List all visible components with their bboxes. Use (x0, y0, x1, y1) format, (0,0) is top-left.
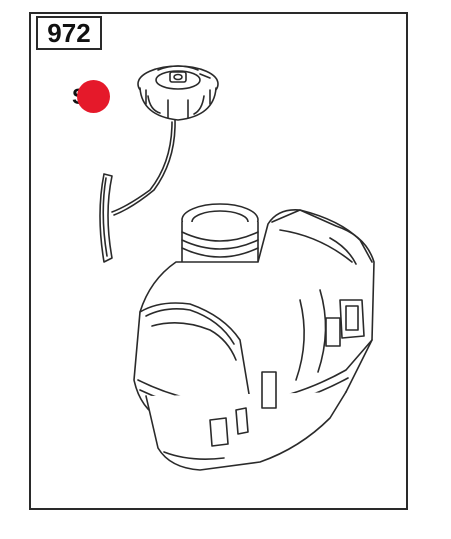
fuel-tank (133, 203, 375, 471)
part-number-box: 972 (36, 16, 102, 50)
gasket-strip (99, 173, 113, 263)
redaction-mark (77, 80, 110, 113)
part-number: 972 (47, 17, 91, 48)
fuel-cap (137, 65, 219, 121)
cap-tether (111, 121, 173, 213)
